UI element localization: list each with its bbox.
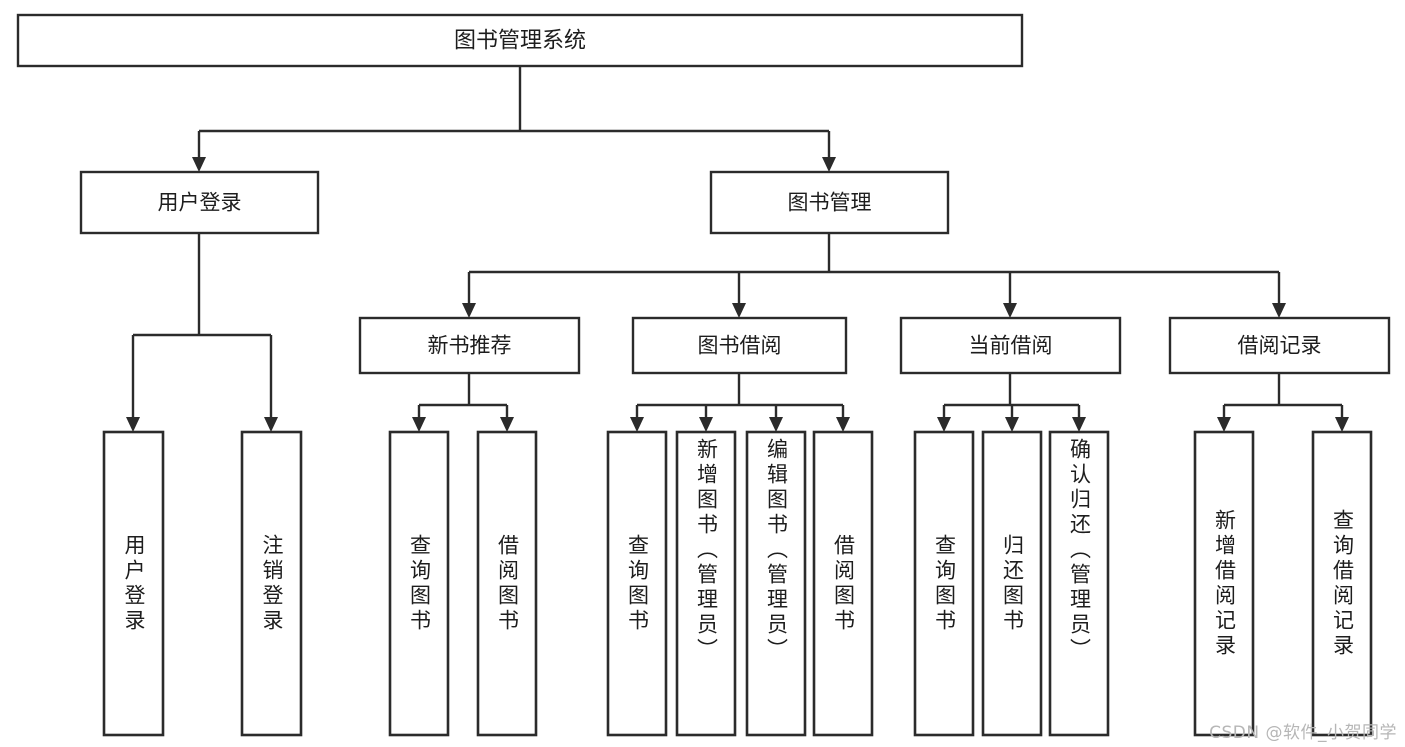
login-child-arrow-0-head (126, 417, 140, 432)
leaf-node-box-9 (981, 430, 1043, 737)
leaf-node-box-12 (1311, 430, 1373, 737)
leaf-node-box-1 (240, 430, 303, 737)
leaf-node-box-11 (1193, 430, 1255, 737)
group-1-leaf-arrow-0-head (630, 417, 644, 432)
level3-node-label-2: 当前借阅 (969, 334, 1053, 358)
leaf-node-box-10 (1048, 430, 1110, 737)
group-1-leaf-arrow-2-head (769, 417, 783, 432)
manage-child-arrow-1-head (732, 303, 746, 318)
level2-node-box-0 (79, 170, 320, 235)
level2-node-label-0: 用户登录 (158, 191, 242, 215)
level3-node-box-3 (1168, 316, 1391, 375)
root-child-arrow-1-head (822, 157, 836, 172)
manage-child-arrow-0-head (462, 303, 476, 318)
leaf-node-box-6 (745, 430, 807, 737)
level2-node-label-1: 图书管理 (788, 191, 872, 215)
group-2-leaf-arrow-0-head (937, 417, 951, 432)
root-child-arrow-0-head (192, 157, 206, 172)
root-node-box (16, 13, 1024, 68)
group-2-leaf-arrow-1-head (1005, 417, 1019, 432)
level3-node-label-0: 新书推荐 (428, 334, 512, 358)
leaf-node-box-3 (476, 430, 538, 737)
manage-child-arrow-3-head (1272, 303, 1286, 318)
level3-node-label-1: 图书借阅 (698, 334, 782, 358)
group-0-leaf-arrow-0-head (412, 417, 426, 432)
level3-node-box-2 (899, 316, 1122, 375)
manage-child-arrow-2-head (1003, 303, 1017, 318)
connector-layer (126, 66, 1349, 432)
level2-node-box-1 (709, 170, 950, 235)
level3-node-box-0 (358, 316, 581, 375)
group-3-leaf-arrow-1-head (1335, 417, 1349, 432)
group-3-leaf-arrow-0-head (1217, 417, 1231, 432)
leaf-node-box-7 (812, 430, 874, 737)
leaf-node-box-8 (913, 430, 975, 737)
box-layer (16, 13, 1391, 737)
leaf-node-box-0 (102, 430, 165, 737)
group-2-leaf-arrow-2-head (1072, 417, 1086, 432)
root-node-label: 图书管理系统 (454, 29, 586, 54)
leaf-node-box-5 (675, 430, 737, 737)
group-1-leaf-arrow-1-head (699, 417, 713, 432)
level3-node-box-1 (631, 316, 848, 375)
group-1-leaf-arrow-3-head (836, 417, 850, 432)
group-0-leaf-arrow-1-head (500, 417, 514, 432)
level3-node-label-3: 借阅记录 (1238, 334, 1322, 358)
login-child-arrow-1-head (264, 417, 278, 432)
leaf-node-box-4 (606, 430, 668, 737)
leaf-node-box-2 (388, 430, 450, 737)
